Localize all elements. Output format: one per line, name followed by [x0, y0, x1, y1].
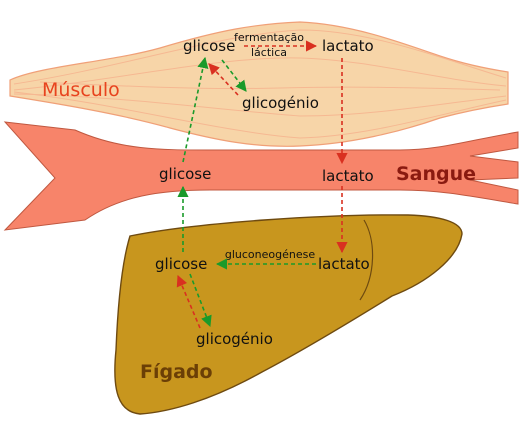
muscle-process-label-line2: láctica	[251, 46, 287, 59]
liver-shape	[115, 215, 462, 414]
liver-glycogen-label: glicogénio	[196, 330, 273, 348]
blood-label: Sangue	[396, 163, 476, 185]
liver-process-label: gluconeogénese	[225, 248, 315, 261]
muscle-glucose-label: glicose	[183, 37, 235, 55]
blood-lactate-label: lactato	[322, 167, 374, 185]
muscle-glycogen-label: glicogénio	[242, 94, 319, 112]
liver-lactate-label: lactato	[318, 255, 370, 273]
liver-glucose-label: glicose	[155, 255, 207, 273]
blood-glucose-label: glicose	[159, 165, 211, 183]
liver-label: Fígado	[140, 361, 213, 383]
muscle-process-label-line1: fermentação	[234, 31, 304, 44]
muscle-lactate-label: lactato	[322, 37, 374, 55]
muscle-label: Músculo	[42, 79, 120, 101]
